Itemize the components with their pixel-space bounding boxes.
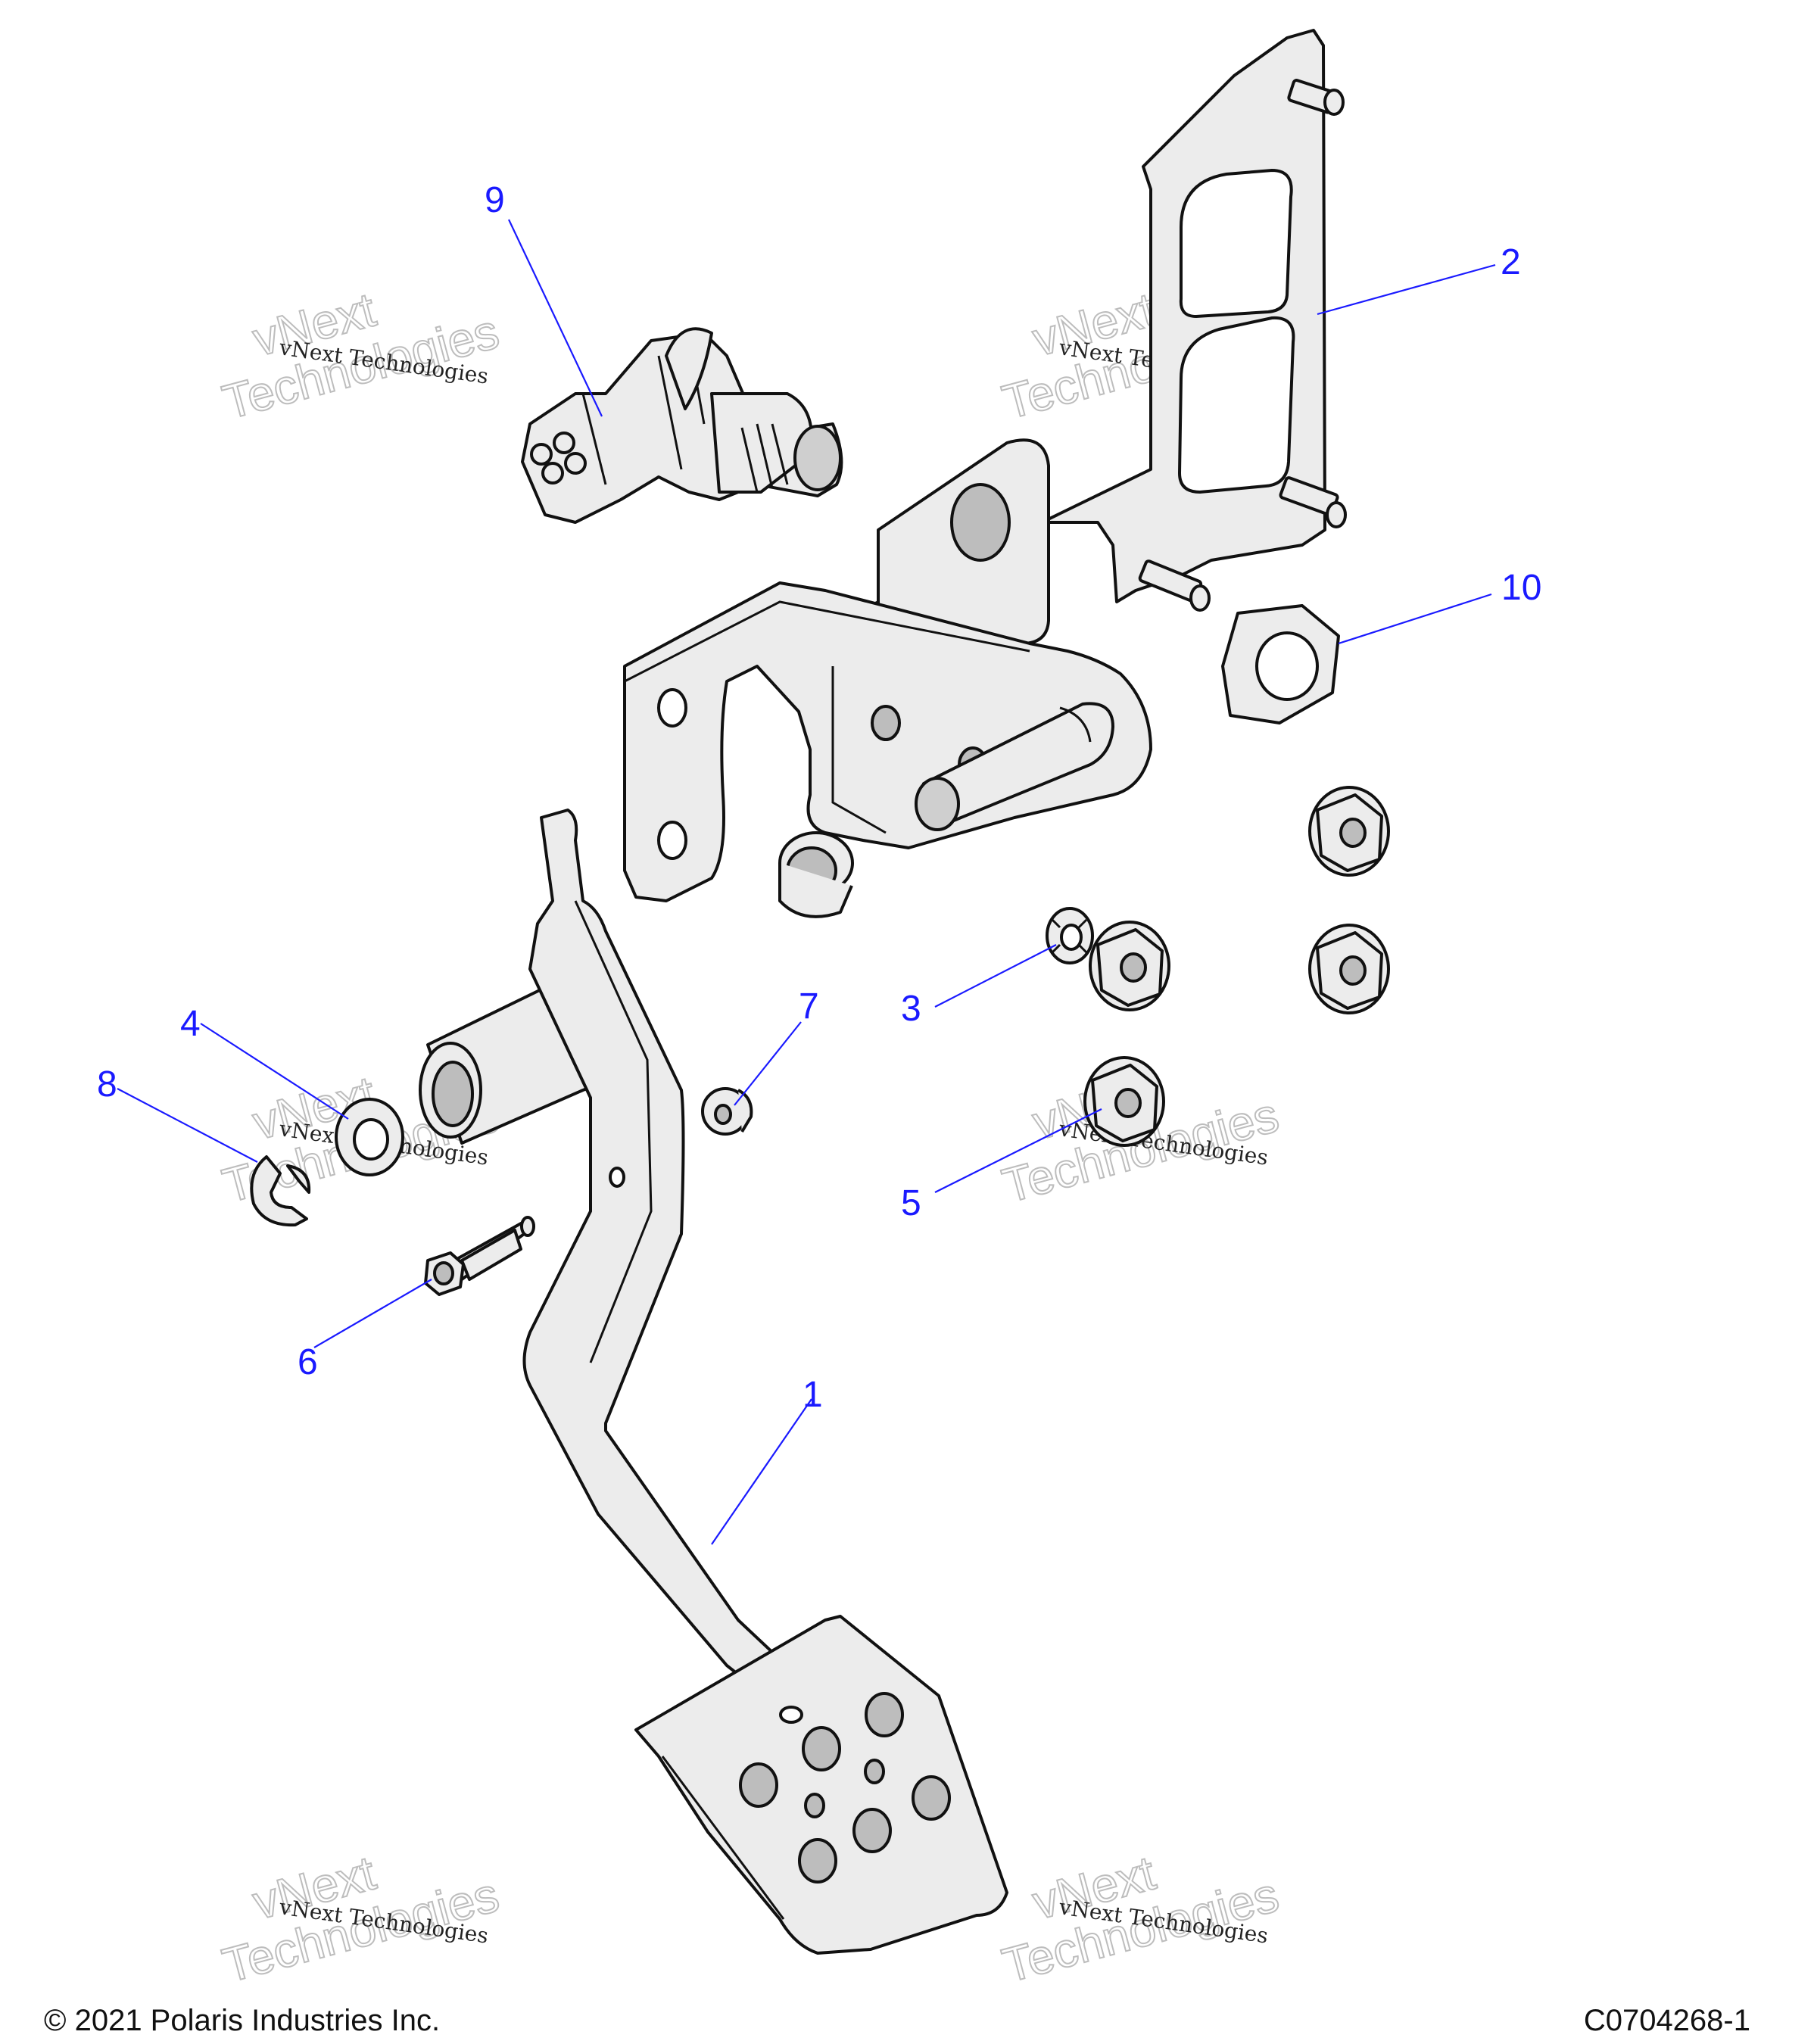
callouts: 1 2 3 4 5 6 7 8 9 10	[97, 180, 1541, 1415]
leader-7	[734, 1021, 802, 1106]
leader-lines	[117, 219, 1496, 1545]
callout-2: 2	[1501, 242, 1521, 282]
part-4-washer	[335, 1098, 404, 1176]
leader-2	[1317, 263, 1496, 316]
part-8-e-clip	[250, 1155, 311, 1227]
flange-nut-mid-left	[1089, 921, 1170, 1011]
leader-8	[117, 1088, 258, 1163]
leader-6	[313, 1279, 432, 1348]
flange-nut-mid-right	[1308, 924, 1390, 1014]
part-7-bushing	[701, 1087, 753, 1136]
pad-holes	[739, 1692, 951, 1884]
part-9-switch	[521, 327, 843, 524]
callout-4: 4	[180, 1004, 201, 1044]
copyright-text: © 2021 Polaris Industries Inc.	[44, 2004, 441, 2037]
leader-10	[1338, 593, 1492, 645]
leader-5	[934, 1108, 1102, 1193]
leader-3	[934, 944, 1057, 1008]
connector-face	[530, 432, 587, 485]
stud-top	[1287, 79, 1345, 116]
stud-low	[1138, 559, 1211, 612]
callout-9: 9	[485, 180, 505, 220]
callout-6: 6	[298, 1342, 318, 1382]
part-1-pedal	[419, 809, 1008, 1955]
leader-4	[200, 1023, 349, 1120]
part-3-lock-washer	[1046, 907, 1094, 964]
leader-9	[508, 219, 603, 417]
callout-5: 5	[901, 1183, 921, 1223]
part-5-flange-nut	[1083, 1056, 1165, 1147]
callout-7: 7	[799, 986, 819, 1027]
callout-1: 1	[803, 1375, 823, 1415]
callout-3: 3	[901, 989, 921, 1029]
part-2-bracket	[623, 29, 1347, 902]
flange-nut-upper-right	[1308, 786, 1390, 877]
stud-mid	[1279, 476, 1347, 528]
part-10-hex-nut	[1221, 604, 1340, 724]
leader-1	[711, 1398, 812, 1545]
part-6-bolt	[424, 1216, 535, 1296]
diagram-code: C0704268-1	[1583, 2004, 1750, 2037]
watermark-top-left: vNext Technologies	[217, 281, 505, 430]
part-bushing-bracket	[778, 831, 854, 918]
callout-8: 8	[97, 1064, 117, 1105]
callout-10: 10	[1501, 568, 1541, 608]
